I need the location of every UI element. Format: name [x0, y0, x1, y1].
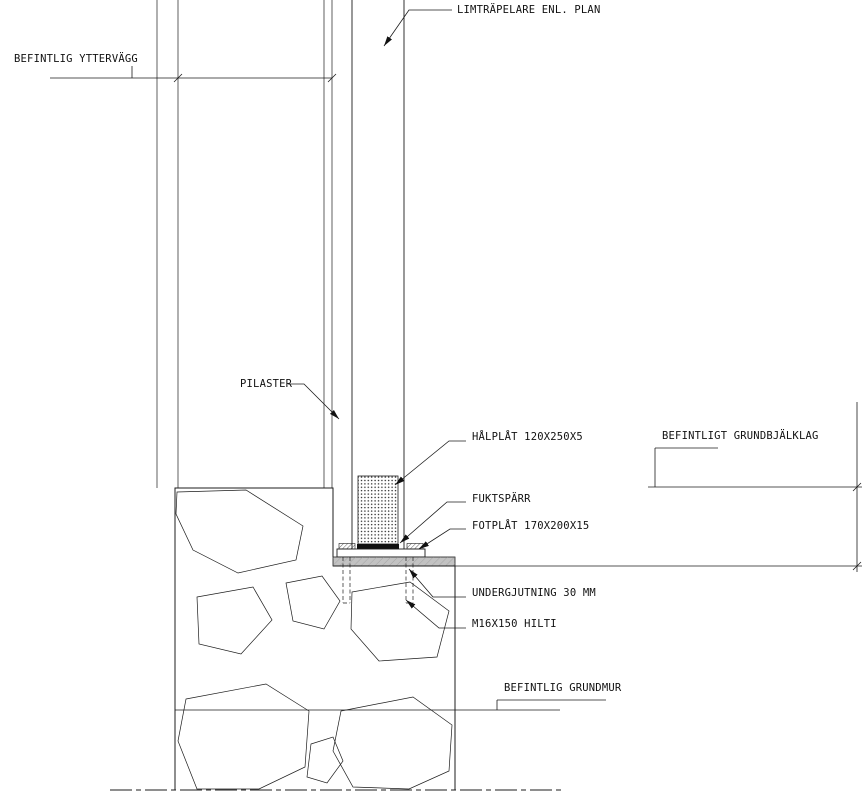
foot-plate-rect	[336, 548, 426, 558]
label-existing-foundation-wall: BEFINTLIG GRUNDMUR	[504, 682, 622, 694]
label-grouting: UNDERGJUTNING 30 MM	[472, 587, 596, 599]
leader-foot-plate	[418, 528, 466, 550]
tick-slash	[327, 73, 337, 83]
leader-hole-plate	[394, 440, 466, 486]
stone-outline	[196, 586, 273, 655]
stone-outline	[350, 581, 450, 662]
tick-slash	[173, 73, 183, 83]
label-foot-plate: FOTPLÅT 170X200X15	[472, 520, 590, 532]
label-hole-plate: HÅLPLÅT 120X250X5	[472, 431, 583, 443]
glulam-column-lines	[351, 0, 405, 549]
wall-reference-line	[50, 66, 337, 83]
stone-outline	[175, 489, 304, 574]
dimension-lines-right	[455, 402, 862, 572]
leader-lines	[288, 9, 466, 629]
leader-glulam-column	[383, 9, 452, 47]
stone-hatching	[175, 489, 453, 790]
tick-slash	[852, 561, 862, 571]
label-pilaster: PILASTER	[240, 378, 293, 390]
moisture-barrier-strip	[357, 544, 399, 549]
leader-moisture-barrier	[399, 501, 466, 544]
stone-outline	[177, 683, 310, 790]
hole-plate-rect	[357, 475, 399, 545]
stone-outline	[285, 575, 341, 630]
grout-layer	[332, 556, 456, 567]
washer-nut-left	[338, 543, 356, 550]
label-glulam-column: LIMTRÄPELARE ENL. PLAN	[457, 4, 601, 16]
stone-outline	[332, 696, 453, 790]
tick-slash	[852, 482, 862, 492]
leader-anchor-bolt	[405, 599, 466, 629]
label-existing-foundation-joist: BEFINTLIGT GRUNDBJÄLKLAG	[662, 430, 819, 442]
label-existing-exterior-wall: BEFINTLIG YTTERVÄGG	[14, 53, 138, 65]
label-moisture-barrier: FUKTSPÄRR	[472, 493, 531, 505]
foundation-right	[333, 565, 456, 790]
existing-wall-lines	[156, 0, 333, 488]
hole-plate-section	[357, 475, 399, 545]
label-anchor-bolt: M16X150 HILTI	[472, 618, 557, 630]
leader-grouting	[408, 568, 466, 598]
stone-outline	[306, 736, 344, 784]
grout-hatch	[333, 557, 455, 566]
leader-pilaster	[288, 383, 340, 420]
foundation-outline	[174, 487, 456, 790]
foundation-wall-reference	[175, 699, 606, 711]
foundation-left-top	[174, 487, 334, 790]
